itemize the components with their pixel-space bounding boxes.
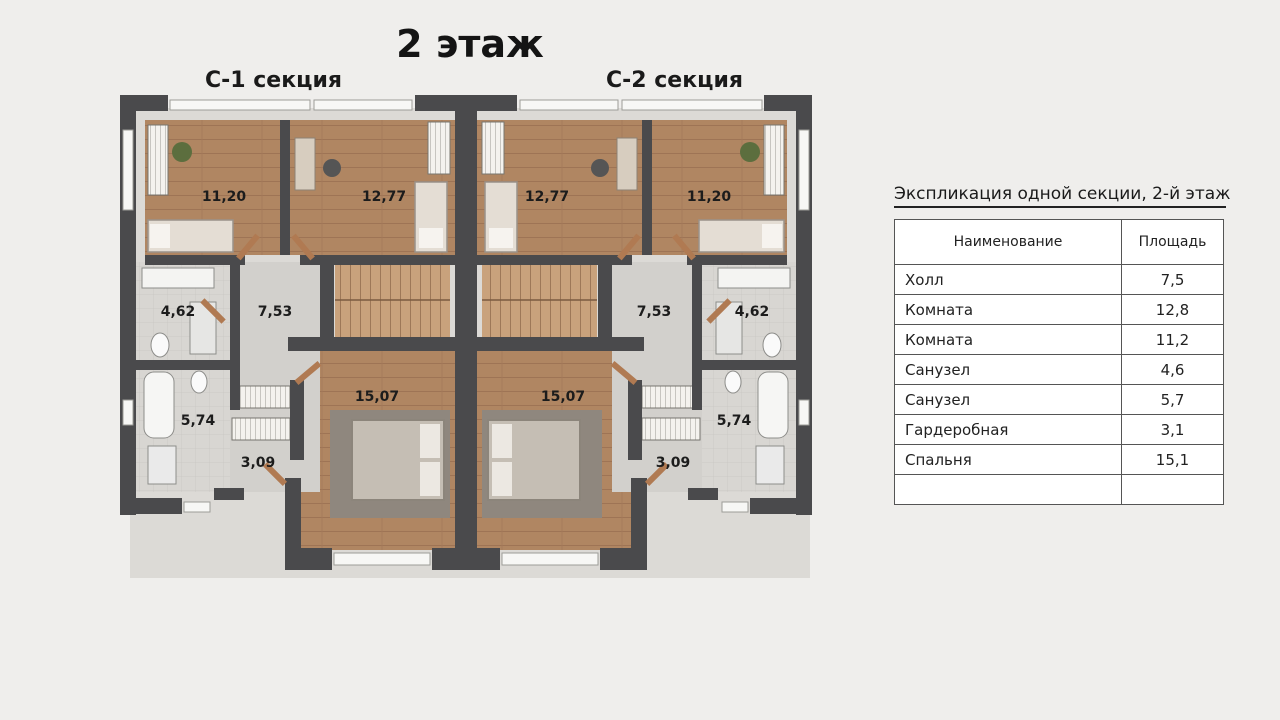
chair [591, 159, 609, 177]
door [610, 361, 638, 385]
window [621, 99, 763, 111]
door [672, 233, 696, 261]
toilet [762, 332, 782, 358]
table-row: Спальня 15,1 [894, 444, 1224, 475]
room-name: Гардеробная [894, 414, 1122, 445]
section-c1: 11,20 12,77 4,62 7,53 5,74 3,09 15,07 [120, 95, 477, 570]
window [122, 399, 134, 426]
radiator [231, 417, 291, 441]
area-label: 15,07 [541, 389, 585, 405]
radiator [641, 385, 701, 409]
window [501, 552, 599, 566]
explication-table: Наименование Площадь Холл 7,5 Комната 12… [894, 219, 1224, 505]
door [644, 461, 670, 487]
column-header-area: Площадь [1121, 219, 1224, 265]
table-row: Комната 11,2 [894, 324, 1224, 355]
door [706, 298, 732, 324]
room-name: Комната [894, 324, 1122, 355]
section-c2: 12,77 11,20 4,62 7,53 5,74 3,09 15,07 [465, 95, 812, 570]
table-row: Комната 12,8 [894, 294, 1224, 325]
door [294, 361, 322, 385]
window [798, 399, 810, 426]
radiator [481, 121, 505, 175]
chair [323, 159, 341, 177]
section-label-c2: С-2 секция [606, 68, 743, 93]
floor-plan: 11,20 12,77 4,62 7,53 5,74 3,09 15,07 [120, 95, 812, 578]
area-label: 5,74 [181, 413, 216, 429]
area-label: 7,53 [637, 304, 672, 320]
area-label: 4,62 [735, 304, 770, 320]
plant [740, 142, 760, 162]
area-label: 11,20 [202, 189, 247, 205]
room-area: 3,1 [1121, 414, 1224, 445]
room-name: Холл [894, 264, 1122, 295]
desk [294, 137, 316, 191]
room-name: Санузел [894, 354, 1122, 385]
sink [141, 267, 215, 289]
bathtub [757, 371, 789, 439]
radiator [427, 121, 451, 175]
window [183, 501, 211, 513]
radiator [147, 124, 169, 196]
plant [172, 142, 192, 162]
area-label: 12,77 [525, 189, 569, 205]
room-area: 11,2 [1121, 324, 1224, 355]
window [169, 99, 311, 111]
room-area: 7,5 [1121, 264, 1224, 295]
room-area: 4,6 [1121, 354, 1224, 385]
area-label: 4,62 [161, 304, 196, 320]
title-underline [894, 206, 1226, 208]
radiator [763, 124, 785, 196]
toilet [150, 332, 170, 358]
table-row [894, 474, 1224, 505]
window [313, 99, 413, 111]
area-label: 11,20 [687, 189, 732, 205]
table-row: Холл 7,5 [894, 264, 1224, 295]
table-row: Санузел 4,6 [894, 354, 1224, 385]
staircase [482, 265, 597, 337]
room-area: 12,8 [1121, 294, 1224, 325]
column-header-name: Наименование [894, 219, 1122, 265]
room-name: Спальня [894, 444, 1122, 475]
shower [147, 445, 177, 485]
door [200, 298, 226, 324]
toilet [724, 370, 742, 394]
room-area: 15,1 [1121, 444, 1224, 475]
door [236, 233, 260, 261]
area-label: 3,09 [241, 455, 276, 471]
toilet [190, 370, 208, 394]
area-label: 5,74 [717, 413, 752, 429]
table-header-row: Наименование Площадь [894, 219, 1224, 265]
room-name: Комната [894, 294, 1122, 325]
bathtub [143, 371, 175, 439]
room-name: Санузел [894, 384, 1122, 415]
window [721, 501, 749, 513]
staircase [335, 265, 450, 337]
area-label: 3,09 [656, 455, 691, 471]
room-area: 5,7 [1121, 384, 1224, 415]
room-area [1121, 474, 1224, 505]
section-label-c1: С-1 секция [205, 68, 342, 93]
radiator [641, 417, 701, 441]
window [333, 552, 431, 566]
sink [717, 267, 791, 289]
room-name [894, 474, 1122, 505]
area-label: 12,77 [362, 189, 406, 205]
table-row: Санузел 5,7 [894, 384, 1224, 415]
area-label: 7,53 [258, 304, 293, 320]
shower [755, 445, 785, 485]
window [519, 99, 619, 111]
floor-title: 2 этаж [396, 22, 544, 66]
door [617, 233, 641, 261]
radiator [231, 385, 291, 409]
window [798, 129, 810, 211]
desk [616, 137, 638, 191]
window [122, 129, 134, 211]
door [262, 461, 288, 487]
table-row: Гардеробная 3,1 [894, 414, 1224, 445]
door [291, 233, 315, 261]
explication-title: Экспликация одной секции, 2-й этаж [894, 184, 1231, 204]
area-label: 15,07 [355, 389, 399, 405]
